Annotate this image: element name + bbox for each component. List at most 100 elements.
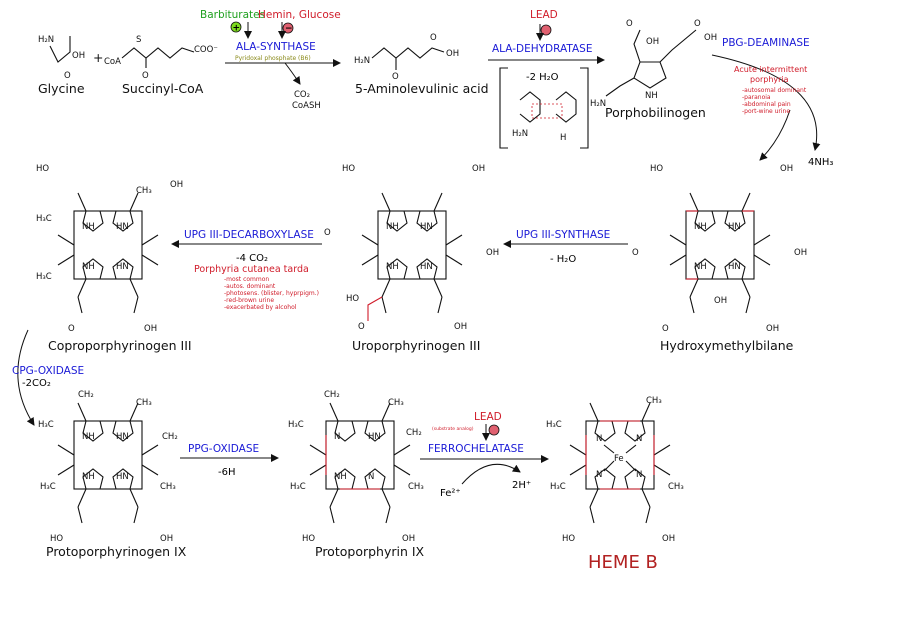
svg-text:HN: HN — [116, 472, 129, 482]
svg-text:N: N — [636, 470, 642, 480]
succinyl-coa-structure: CoA S O COO⁻ — [104, 35, 218, 81]
svg-text:N: N — [636, 434, 642, 444]
svg-text:H₃C: H₃C — [288, 420, 304, 430]
svg-text:OH: OH — [144, 324, 157, 334]
svg-text:-autos. dominant: -autos. dominant — [224, 283, 276, 290]
svg-text:OH: OH — [766, 324, 779, 334]
svg-text:H₂N: H₂N — [354, 56, 370, 66]
succinyl-coa-label: Succinyl-CoA — [122, 81, 204, 96]
minus-4co2-label: -4 CO₂ — [236, 253, 268, 264]
svg-text:NH: NH — [82, 472, 95, 482]
svg-text:HO: HO — [650, 164, 663, 174]
svg-text:H₃C: H₃C — [546, 420, 562, 430]
4nh3-label: 4NH₃ — [808, 157, 833, 168]
svg-text:NH: NH — [694, 262, 707, 272]
hmb-label: Hydroxymethylbilane — [660, 338, 794, 353]
svg-text:OH: OH — [704, 33, 717, 43]
lead-label-2: LEAD — [474, 411, 502, 423]
svg-text:OH: OH — [446, 49, 459, 59]
co2-label: CO₂ — [294, 90, 310, 100]
svg-text:O: O — [324, 228, 331, 238]
nh2-atom: H₂N — [38, 35, 54, 45]
svg-text:NH: NH — [82, 432, 95, 442]
svg-text:OH: OH — [794, 248, 807, 258]
svg-text:OH: OH — [714, 296, 727, 306]
svg-text:CH₂: CH₂ — [78, 390, 94, 400]
fe2-label: Fe²⁺ — [440, 488, 461, 499]
upg3-synthase-enzyme: UPG III-SYNTHASE — [516, 229, 610, 241]
lead-label-1: LEAD — [530, 9, 558, 21]
plus-symbol: + — [233, 24, 241, 34]
svg-text:N: N — [596, 470, 602, 480]
ferrochelatase-enzyme: FERROCHELATASE — [428, 443, 524, 455]
svg-text:CH₃: CH₃ — [160, 482, 176, 492]
svg-text:Fe: Fe — [614, 454, 624, 464]
protoporphyrin-structure: N HN NH N CH₂ CH₃ H₃C CH₂ H₃C CH₃ HO OH — [288, 390, 424, 544]
upg3-decarboxylase-enzyme: UPG III-DECARBOXYLASE — [184, 229, 314, 241]
svg-text:O: O — [358, 322, 365, 332]
svg-text:CH₃: CH₃ — [646, 396, 662, 406]
svg-text:HN: HN — [368, 432, 381, 442]
svg-text:NH: NH — [82, 222, 95, 232]
ppg-oxidase-enzyme: PPG-OXIDASE — [188, 443, 259, 455]
pbg-structure: NH O OH O OH H₂N — [590, 19, 717, 109]
hydroxymethylbilane-structure: NH HN NH HN HO OH O OH O OH OH — [632, 164, 807, 334]
svg-text:CH₂: CH₂ — [406, 428, 422, 438]
svg-text:-red-brown urine: -red-brown urine — [224, 297, 274, 304]
svg-text:NH: NH — [82, 262, 95, 272]
svg-text:CH₂: CH₂ — [324, 390, 340, 400]
svg-text:O: O — [694, 19, 701, 29]
ala-synthase-enzyme: ALA-SYNTHASE — [236, 41, 316, 53]
svg-text:HO: HO — [562, 534, 575, 544]
svg-text:OH: OH — [646, 37, 659, 47]
svg-text:CH₃: CH₃ — [408, 482, 424, 492]
svg-text:H₃C: H₃C — [290, 482, 306, 492]
svg-text:H₃C: H₃C — [550, 482, 566, 492]
svg-text:-most common: -most common — [224, 276, 269, 283]
glycine-label: Glycine — [38, 81, 85, 96]
heme-b-title: HEME B — [588, 552, 658, 573]
glycine-structure: H₂N OH O — [38, 35, 85, 81]
minus-6h-label: -6H — [218, 467, 236, 478]
svg-text:H₂N: H₂N — [512, 129, 528, 139]
minus-symbol: − — [285, 24, 293, 34]
svg-text:HO: HO — [302, 534, 315, 544]
svg-text:HN: HN — [116, 432, 129, 442]
svg-text:H₃C: H₃C — [40, 482, 56, 492]
svg-text:OH: OH — [402, 534, 415, 544]
svg-text:Acute intermittent: Acute intermittent — [734, 65, 807, 74]
heme-structure: N N N N Fe CH₃ H₃C H₃C CH₃ HO OH — [546, 396, 684, 544]
minus-2h2o-label: -2 H₂O — [526, 72, 559, 83]
svg-text:OH: OH — [160, 534, 173, 544]
protoporphyrin-label: Protoporphyrin IX — [315, 544, 425, 559]
svg-text:S: S — [136, 35, 141, 45]
pbg-label: Porphobilinogen — [605, 105, 706, 120]
svg-text:HN: HN — [116, 262, 129, 272]
svg-text:Porphyria cutanea tarda: Porphyria cutanea tarda — [194, 264, 309, 275]
uroporphyrinogen-structure: NH HN NH HN HO OH O OH HO O OH — [324, 164, 499, 332]
svg-text:NH: NH — [386, 222, 399, 232]
svg-text:H: H — [560, 133, 566, 143]
svg-text:HN: HN — [420, 222, 433, 232]
svg-text:HN: HN — [420, 262, 433, 272]
lead-inhibition-icon-2 — [488, 424, 500, 436]
ala-label: 5-Aminolevulinic acid — [355, 81, 489, 96]
hemin-glucose-label: Hemin, Glucose — [258, 9, 341, 21]
svg-text:N: N — [368, 472, 374, 482]
svg-text:N: N — [596, 434, 602, 444]
induction-plus-icon — [230, 21, 242, 33]
svg-text:OH: OH — [486, 248, 499, 258]
svg-text:O: O — [392, 72, 399, 82]
svg-text:HN: HN — [116, 222, 129, 232]
svg-text:CH₃: CH₃ — [668, 482, 684, 492]
inhibition-minus-icon — [282, 22, 294, 34]
svg-text:-autosomal dominant: -autosomal dominant — [742, 87, 807, 94]
svg-text:OH: OH — [72, 51, 85, 61]
svg-text:NH: NH — [694, 222, 707, 232]
svg-text:HO: HO — [36, 164, 49, 174]
svg-text:OH: OH — [662, 534, 675, 544]
coash-label: CoASH — [292, 101, 321, 111]
svg-text:CH₃: CH₃ — [136, 186, 152, 196]
svg-text:HN: HN — [728, 222, 741, 232]
